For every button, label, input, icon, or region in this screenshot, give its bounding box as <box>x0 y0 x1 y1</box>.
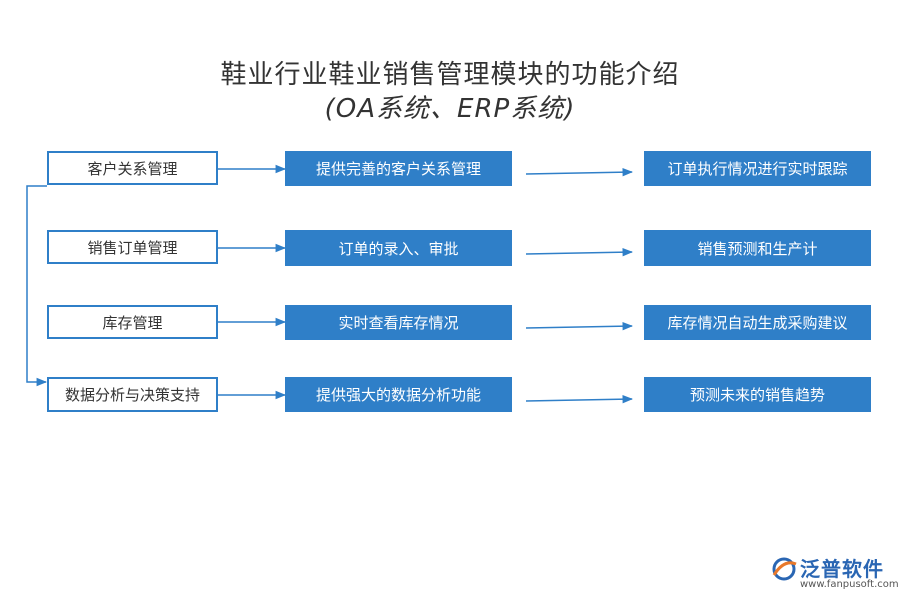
arrow-feature-to-result-3 <box>525 321 634 331</box>
result-label: 销售预测和生产计 <box>697 239 818 258</box>
diagram-title: 鞋业行业鞋业销售管理模块的功能介绍 <box>220 60 680 90</box>
arrow-feature-to-result-4 <box>525 394 634 404</box>
result-box-4: 预测未来的销售趋势 <box>644 377 871 412</box>
brand-url: www.fanpusoft.com <box>800 579 899 590</box>
result-box-1: 订单执行情况进行实时跟踪 <box>644 151 871 186</box>
feature-box-1: 提供完善的客户关系管理 <box>285 151 512 186</box>
arrow-feature-to-result-1 <box>525 167 634 177</box>
module-box-inventory: 库存管理 <box>47 305 218 339</box>
feature-box-2: 订单的录入、审批 <box>285 230 512 266</box>
feature-label: 提供完善的客户关系管理 <box>315 160 481 178</box>
module-box-customer-relations: 客户关系管理 <box>47 151 218 185</box>
feature-box-3: 实时查看库存情况 <box>285 305 512 340</box>
feature-box-4: 提供强大的数据分析功能 <box>285 377 512 412</box>
diagram-subtitle: (OA系统、ERP系统) <box>324 94 576 124</box>
arrow-feature-to-result-2 <box>525 247 634 257</box>
feature-label: 订单的录入、审批 <box>338 239 459 258</box>
result-label: 订单执行情况进行实时跟踪 <box>667 160 848 178</box>
result-box-2: 销售预测和生产计 <box>644 230 871 266</box>
brand-name: 泛普软件 <box>800 557 884 581</box>
result-box-3: 库存情况自动生成采购建议 <box>644 305 871 340</box>
feature-label: 实时查看库存情况 <box>338 314 459 332</box>
bracket-connector <box>26 185 48 387</box>
module-label: 库存管理 <box>102 313 163 332</box>
brand-logo: 泛普软件 www.fanpusoft.com <box>770 553 899 593</box>
feature-label: 提供强大的数据分析功能 <box>315 386 481 404</box>
module-label: 数据分析与决策支持 <box>64 386 200 404</box>
result-label: 库存情况自动生成采购建议 <box>667 314 848 332</box>
module-label: 客户关系管理 <box>87 159 178 178</box>
module-box-analytics: 数据分析与决策支持 <box>47 377 218 412</box>
module-label: 销售订单管理 <box>87 238 178 257</box>
result-label: 预测未来的销售趋势 <box>689 386 825 404</box>
brand-mark-icon <box>772 557 797 581</box>
module-box-sales-orders: 销售订单管理 <box>47 230 218 264</box>
